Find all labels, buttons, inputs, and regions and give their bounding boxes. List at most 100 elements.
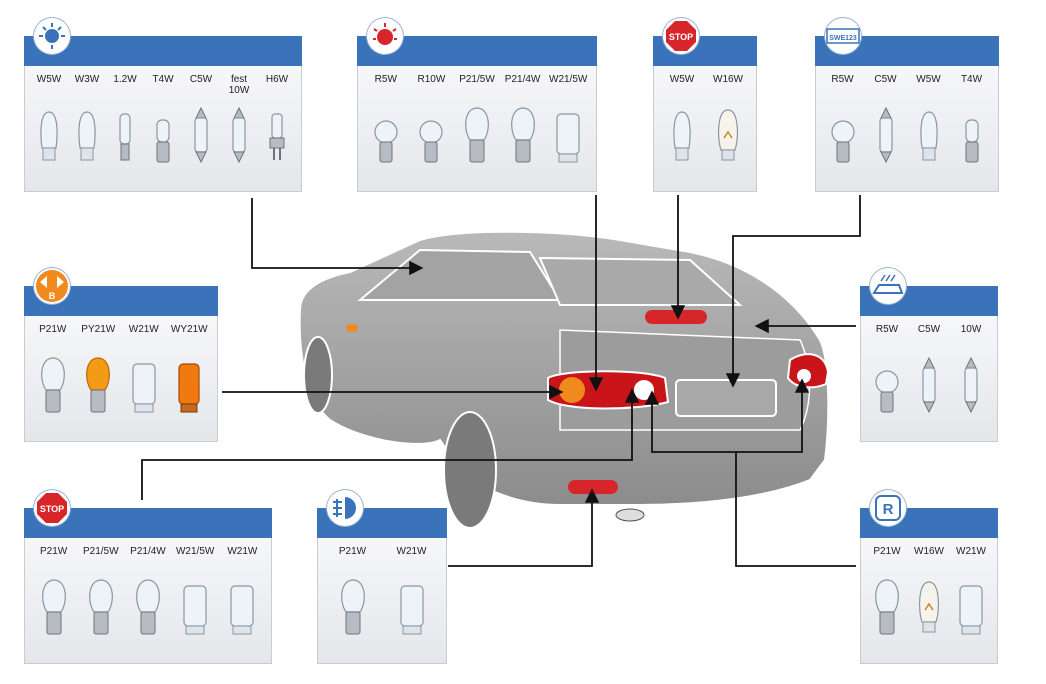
bulb-image: [336, 576, 370, 645]
bulb-item: R10W: [409, 74, 453, 186]
bulb-image: [81, 354, 115, 423]
bulb-image: [131, 576, 165, 645]
bulb-label: W21W: [128, 324, 159, 335]
stop-icon: STOP: [34, 490, 70, 526]
bulb-image: [266, 104, 288, 173]
bulb-image: [960, 354, 982, 423]
bulb-image: [872, 354, 902, 423]
bulb-item: W3W: [68, 74, 106, 186]
bulb-item: R5W: [821, 74, 864, 186]
stop-icon: STOP: [663, 18, 699, 54]
bulb-label: P21W: [873, 546, 901, 557]
bulb-label: P21W: [39, 324, 67, 335]
bulb-label: W5W: [669, 74, 695, 85]
bulb-label: W21W: [396, 546, 427, 557]
bulb-item: P21/4W: [126, 546, 170, 658]
bulb-item: C5W: [908, 324, 950, 436]
bulb-panel-reverse: R P21W W16W W21W: [860, 490, 998, 664]
bulb-item: W5W: [660, 74, 704, 186]
bulb-label: fest 10W: [228, 74, 250, 96]
bulb-label: W5W: [916, 74, 941, 85]
bulb-label: W5W: [36, 74, 62, 85]
svg-text:R: R: [883, 501, 894, 518]
connector-lines: [141, 195, 861, 567]
bulb-label: P21W: [338, 546, 367, 557]
bulb-image: [669, 104, 695, 173]
bulb-item: W21W: [122, 324, 166, 436]
bulb-image: [916, 104, 942, 173]
rear-position-light-icon: [367, 18, 403, 54]
bulb-label: W16W: [914, 546, 944, 557]
bulb-image: [36, 354, 70, 423]
bulb-image: [174, 354, 204, 423]
bulb-item: 10W: [950, 324, 992, 436]
bulb-image: [114, 104, 136, 173]
bulb-item: W21/5W: [546, 74, 590, 186]
bulb-label: R5W: [374, 74, 397, 85]
bulb-image: [228, 104, 250, 173]
bulb-item: W5W: [907, 74, 950, 186]
bulb-label: T4W: [960, 74, 983, 85]
bulb-label: P21/4W: [504, 74, 541, 85]
bulb-image: [875, 104, 897, 173]
bulb-image: [84, 576, 118, 645]
bulb-item: W16W: [908, 546, 950, 658]
bulb-item: P21/4W: [501, 74, 545, 186]
bulb-item: W5W: [30, 74, 68, 186]
bulb-label: R5W: [875, 324, 899, 335]
bulb-image: [956, 576, 986, 645]
trunk-light-icon: [870, 268, 906, 304]
svg-text:STOP: STOP: [669, 32, 693, 42]
bulb-item: P21W: [31, 324, 75, 436]
bulb-image: [74, 104, 100, 173]
bulb-item: W21W: [390, 546, 434, 658]
bulb-panel-third-stop: STOP W5W W16W: [653, 18, 757, 192]
bulb-label: P21W: [39, 546, 68, 557]
bulb-item: W16W: [706, 74, 750, 186]
bulb-item: C5W: [182, 74, 220, 186]
bulb-image: [371, 104, 401, 173]
bulb-label: P21/5W: [82, 546, 119, 557]
bulb-image: [37, 576, 71, 645]
bulb-panel-rear-position: R5W R10W P21/5W P21/4W W21/5W: [357, 18, 597, 192]
bulb-label: R5W: [831, 74, 854, 85]
bulb-label: 10W: [960, 324, 982, 335]
bulb-label: P21/4W: [130, 546, 166, 557]
fog-light-icon: [327, 490, 363, 526]
bulb-image: [961, 104, 983, 173]
bulb-panel-trunk: R5W C5W 10W: [860, 268, 998, 442]
bulb-item: PY21W: [76, 324, 120, 436]
bulb-image: [152, 104, 174, 173]
bulb-label: C5W: [917, 324, 941, 335]
bulb-item: W21/5W: [173, 546, 217, 658]
bulb-label: WY21W: [170, 324, 208, 335]
bulb-label: W21/5W: [549, 74, 588, 85]
bulb-image: [828, 104, 858, 173]
bulb-label: R10W: [417, 74, 446, 85]
bulb-image: [460, 104, 494, 173]
bulb-item: T4W: [144, 74, 182, 186]
bulb-item: W21W: [950, 546, 992, 658]
bulb-item: P21W: [32, 546, 76, 658]
bulb-item: P21/5W: [79, 546, 123, 658]
bulb-image: [227, 576, 257, 645]
bulb-item: T4W: [950, 74, 993, 186]
bulb-item: P21/5W: [455, 74, 499, 186]
bulb-item: P21W: [866, 546, 908, 658]
bulb-item: WY21W: [167, 324, 211, 436]
svg-text:SWE123: SWE123: [829, 35, 857, 42]
bulb-label: C5W: [189, 74, 213, 85]
bulb-panel-fog: P21W W21W: [317, 490, 447, 664]
bulb-item: P21W: [331, 546, 375, 658]
bulb-label: T4W: [152, 74, 174, 85]
bulb-label: W3W: [74, 74, 100, 85]
license-plate-icon: SWE123: [825, 18, 861, 54]
svg-text:STOP: STOP: [40, 504, 64, 514]
bulb-label: P21/5W: [459, 74, 495, 85]
bulb-image: [553, 104, 583, 173]
panel-header: [24, 36, 302, 66]
